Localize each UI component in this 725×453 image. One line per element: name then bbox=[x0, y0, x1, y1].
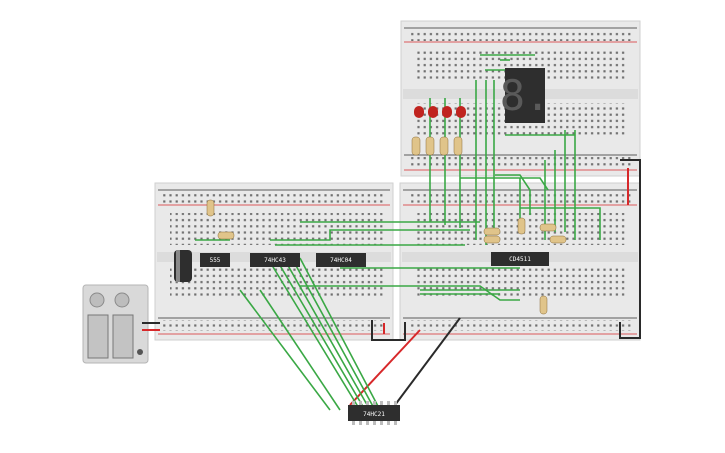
resistor-icon bbox=[206, 199, 215, 217]
power-wires bbox=[142, 159, 641, 406]
resistor-icon bbox=[483, 235, 501, 244]
resistor-icon bbox=[517, 217, 526, 235]
resistors bbox=[206, 136, 567, 315]
chip-555-label: 555 bbox=[210, 257, 221, 264]
capacitor-icon bbox=[174, 250, 192, 282]
chip-74hc21-label: 74HC21 bbox=[363, 411, 385, 418]
chip-cd4511-label: CD4511 bbox=[509, 256, 531, 263]
resistor-icon bbox=[425, 136, 435, 156]
battery-pack[interactable] bbox=[82, 284, 149, 364]
resistor-icon bbox=[453, 136, 463, 156]
seven-segment-display: 8. bbox=[500, 68, 551, 123]
seven-segment-digit: 8. bbox=[500, 71, 551, 120]
resistor-icon bbox=[539, 295, 548, 315]
resistor-icon bbox=[539, 223, 557, 232]
led-red-icon bbox=[442, 106, 452, 118]
resistor-icon bbox=[439, 136, 449, 156]
chip-74hc43-label: 74HC43 bbox=[264, 257, 286, 264]
led-red-icon bbox=[456, 106, 466, 118]
chip-555[interactable]: 555 bbox=[200, 253, 230, 267]
led-group bbox=[414, 106, 466, 118]
resistor-icon bbox=[549, 235, 567, 244]
led-red-icon bbox=[428, 106, 438, 118]
led-red-icon bbox=[414, 106, 424, 118]
signal-wires bbox=[195, 54, 601, 411]
chip-74hc04[interactable]: 74HC04 bbox=[316, 253, 366, 267]
resistor-icon bbox=[217, 231, 235, 240]
resistor-icon bbox=[483, 227, 501, 236]
chip-74hc04-label: 74HC04 bbox=[330, 257, 352, 264]
chip-74hc21[interactable]: 74HC21 bbox=[348, 401, 400, 425]
chip-74hc43[interactable]: 74HC43 bbox=[250, 253, 300, 267]
resistor-icon bbox=[411, 136, 421, 156]
chip-cd4511[interactable]: CD4511 bbox=[491, 252, 549, 266]
